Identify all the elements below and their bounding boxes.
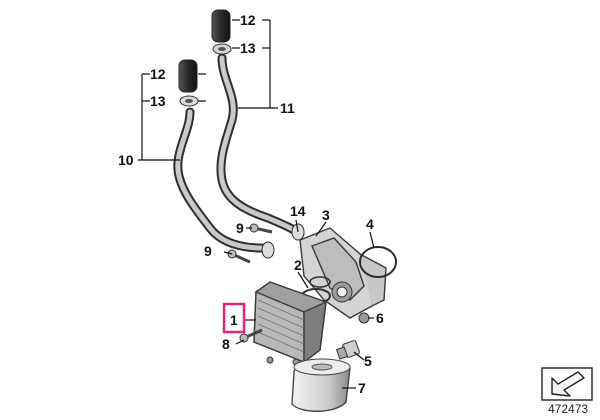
callout-9-lower: 9 [204,243,212,259]
callout-12-top: 12 [240,12,256,28]
callout-10: 10 [118,152,134,168]
callout-7: 7 [358,380,366,396]
callout-11: 11 [280,100,295,116]
protective-cap-12-top [211,9,231,43]
seal-ring-4 [359,246,397,278]
callout-5: 5 [364,353,372,369]
callout-3: 3 [322,207,330,223]
diagram-reference-number: 472473 [548,402,589,416]
callout-1-highlight [222,302,246,334]
hose-clamp-13-top [212,43,232,55]
leader-lines [138,19,375,389]
callout-8: 8 [222,336,230,352]
hose-11 [216,53,305,239]
callout-13-lower: 13 [150,93,166,109]
callout-9-upper: 9 [236,220,244,236]
clamp-14 [261,223,305,259]
oil-cooler-1 [253,281,327,364]
plug-6 [358,312,370,324]
threaded-nipple-5 [335,340,360,360]
callout-14: 14 [290,203,306,219]
oil-cooler-housing-3 [299,227,387,319]
protective-cap-12-lower [178,59,198,93]
hose-clamp-13-lower [179,95,199,107]
callout-1: 1 [230,312,238,328]
bolt-9-lower [227,249,251,264]
oil-filter-7 [291,358,351,412]
callout-12-lower: 12 [150,66,166,82]
hose-10 [173,107,267,253]
callout-13-top: 13 [240,40,256,56]
bolt-9-upper [249,223,273,234]
callout-6: 6 [376,310,384,326]
arrow-icon [541,367,593,401]
bolt-8 [239,328,263,343]
callout-2: 2 [294,257,302,273]
callout-4: 4 [366,216,374,232]
